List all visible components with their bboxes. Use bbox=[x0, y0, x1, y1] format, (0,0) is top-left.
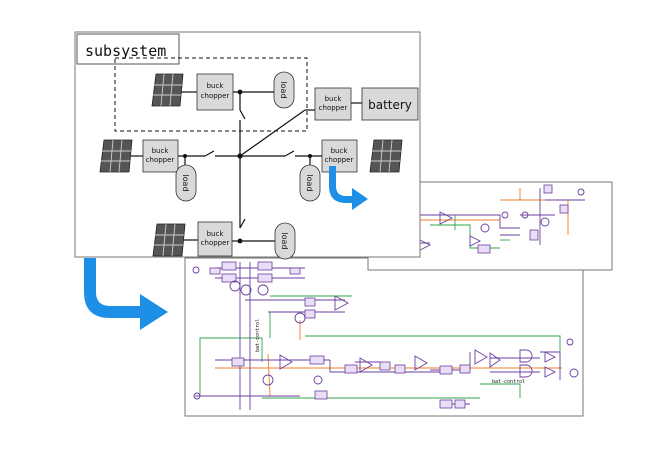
buck-chopper-block: buck chopper bbox=[196, 73, 234, 111]
svg-text:buck: buck bbox=[207, 230, 225, 238]
svg-text:buck: buck bbox=[152, 147, 170, 155]
subsystem-boundary bbox=[114, 57, 308, 132]
svg-text:load: load bbox=[305, 174, 314, 191]
svg-text:load: load bbox=[280, 232, 289, 249]
svg-text:buck: buck bbox=[207, 82, 225, 90]
schematic-net-label-vertical: bat-control bbox=[255, 319, 261, 352]
battery-block: battery bbox=[361, 87, 419, 121]
solar-panel-icon bbox=[99, 139, 133, 173]
load-element: load bbox=[299, 164, 321, 202]
arrow-icon bbox=[329, 166, 368, 210]
svg-text:chopper: chopper bbox=[201, 92, 230, 100]
svg-text:buck: buck bbox=[331, 147, 349, 155]
schematic-large-panel: bat-control bat-control bbox=[184, 257, 584, 417]
svg-text:chopper: chopper bbox=[325, 156, 354, 164]
battery-label: battery bbox=[368, 98, 412, 112]
svg-text:load: load bbox=[279, 81, 288, 98]
buck-chopper-block: buck chopper bbox=[197, 221, 233, 257]
svg-text:buck: buck bbox=[325, 95, 343, 103]
svg-text:chopper: chopper bbox=[201, 239, 230, 247]
svg-text:load: load bbox=[181, 174, 190, 191]
buck-chopper-block: buck chopper bbox=[142, 139, 179, 173]
buck-chopper-block: buck chopper bbox=[321, 139, 358, 173]
solar-panel-icon bbox=[369, 139, 403, 173]
system-block-diagram: subsystem bbox=[74, 31, 421, 260]
arrow-icon bbox=[84, 258, 168, 330]
subsystem-label: subsystem bbox=[85, 42, 166, 60]
load-element: load bbox=[175, 164, 197, 202]
schematic-net-label: bat-control bbox=[492, 379, 525, 385]
solar-panel-icon bbox=[152, 223, 186, 257]
buck-chopper-block: buck chopper bbox=[314, 87, 352, 121]
solar-panel-icon bbox=[151, 73, 184, 107]
svg-text:chopper: chopper bbox=[146, 156, 175, 164]
load-element: load bbox=[273, 71, 295, 109]
bus-junctions bbox=[183, 89, 312, 244]
svg-text:chopper: chopper bbox=[319, 104, 348, 112]
load-element: load bbox=[274, 222, 296, 260]
